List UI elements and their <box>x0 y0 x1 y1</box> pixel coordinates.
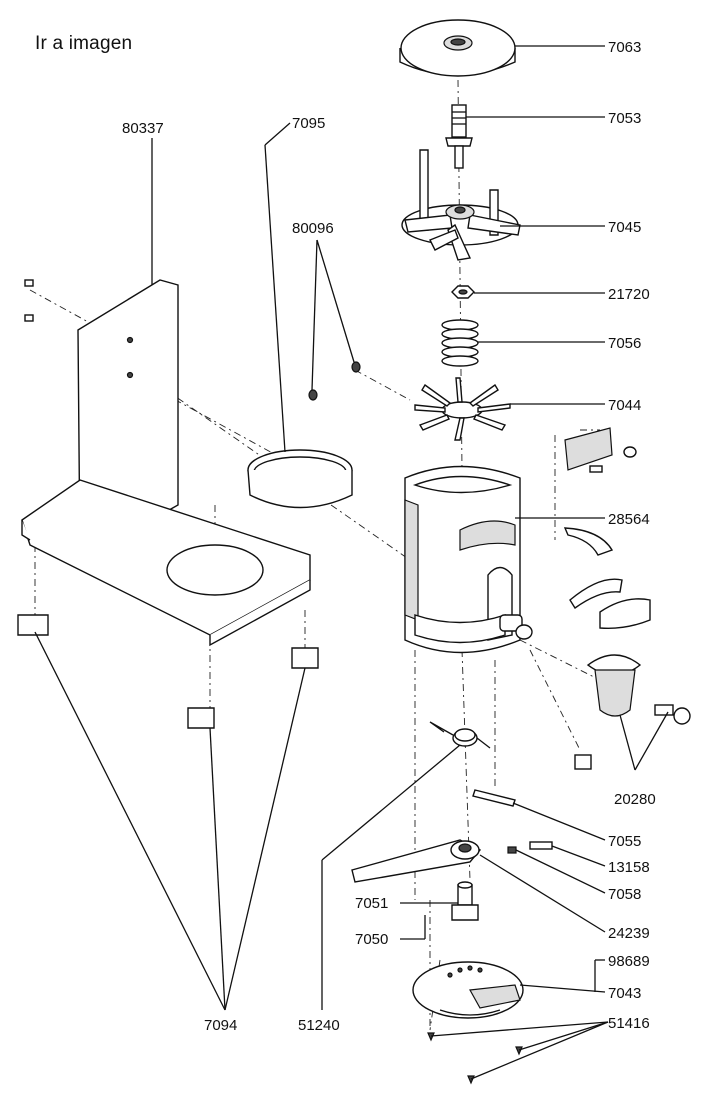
part-7094-feet <box>17 614 319 729</box>
label-80337: 80337 <box>122 120 164 137</box>
leader-lines <box>34 45 669 1080</box>
label-7050: 7050 <box>355 931 388 948</box>
part-28564-housing <box>404 465 533 654</box>
label-7063: 7063 <box>608 39 641 56</box>
label-21720: 21720 <box>608 286 650 303</box>
screws-left <box>24 279 34 322</box>
label-51416: 51416 <box>608 1015 650 1032</box>
part-7055-lever <box>472 789 516 807</box>
part-21720-nut <box>451 285 475 299</box>
part-51416-screws <box>427 1032 523 1085</box>
part-7053-shaft <box>445 104 473 169</box>
part-80096-clips <box>308 361 361 401</box>
label-7051: 7051 <box>355 895 388 912</box>
label-7095: 7095 <box>292 115 325 132</box>
part-28564-side-pieces <box>563 427 651 630</box>
label-13158: 13158 <box>608 859 650 876</box>
go-to-image-link[interactable]: Ir a imagen <box>35 33 133 54</box>
label-24239: 24239 <box>608 925 650 942</box>
label-7094: 7094 <box>204 1017 237 1034</box>
part-7056-spring <box>441 319 479 367</box>
label-80096: 80096 <box>292 220 334 237</box>
label-7043: 7043 <box>608 985 641 1002</box>
label-98689: 98689 <box>608 953 650 970</box>
part-7045-impeller <box>401 149 521 261</box>
part-51240-spring-clip <box>429 721 491 749</box>
part-7043-base-plate <box>412 961 524 1019</box>
label-20280: 20280 <box>614 791 656 808</box>
label-7055: 7055 <box>608 833 641 850</box>
part-7095-ring <box>247 449 353 509</box>
part-7050-valve <box>451 881 479 921</box>
label-28564: 28564 <box>608 511 650 528</box>
part-20280-tap <box>574 654 691 770</box>
part-80337-stand <box>21 279 311 647</box>
label-7045: 7045 <box>608 219 641 236</box>
part-24239-arm <box>351 839 553 883</box>
label-7044: 7044 <box>608 397 641 414</box>
label-7053: 7053 <box>608 110 641 127</box>
part-7063-top-disc <box>399 19 516 77</box>
label-7058: 7058 <box>608 886 641 903</box>
label-7056: 7056 <box>608 335 641 352</box>
part-number-labels: 7063 7053 7045 21720 7056 7044 28564 803… <box>122 39 656 1034</box>
part-7044-fan <box>414 377 511 441</box>
label-51240: 51240 <box>298 1017 340 1034</box>
